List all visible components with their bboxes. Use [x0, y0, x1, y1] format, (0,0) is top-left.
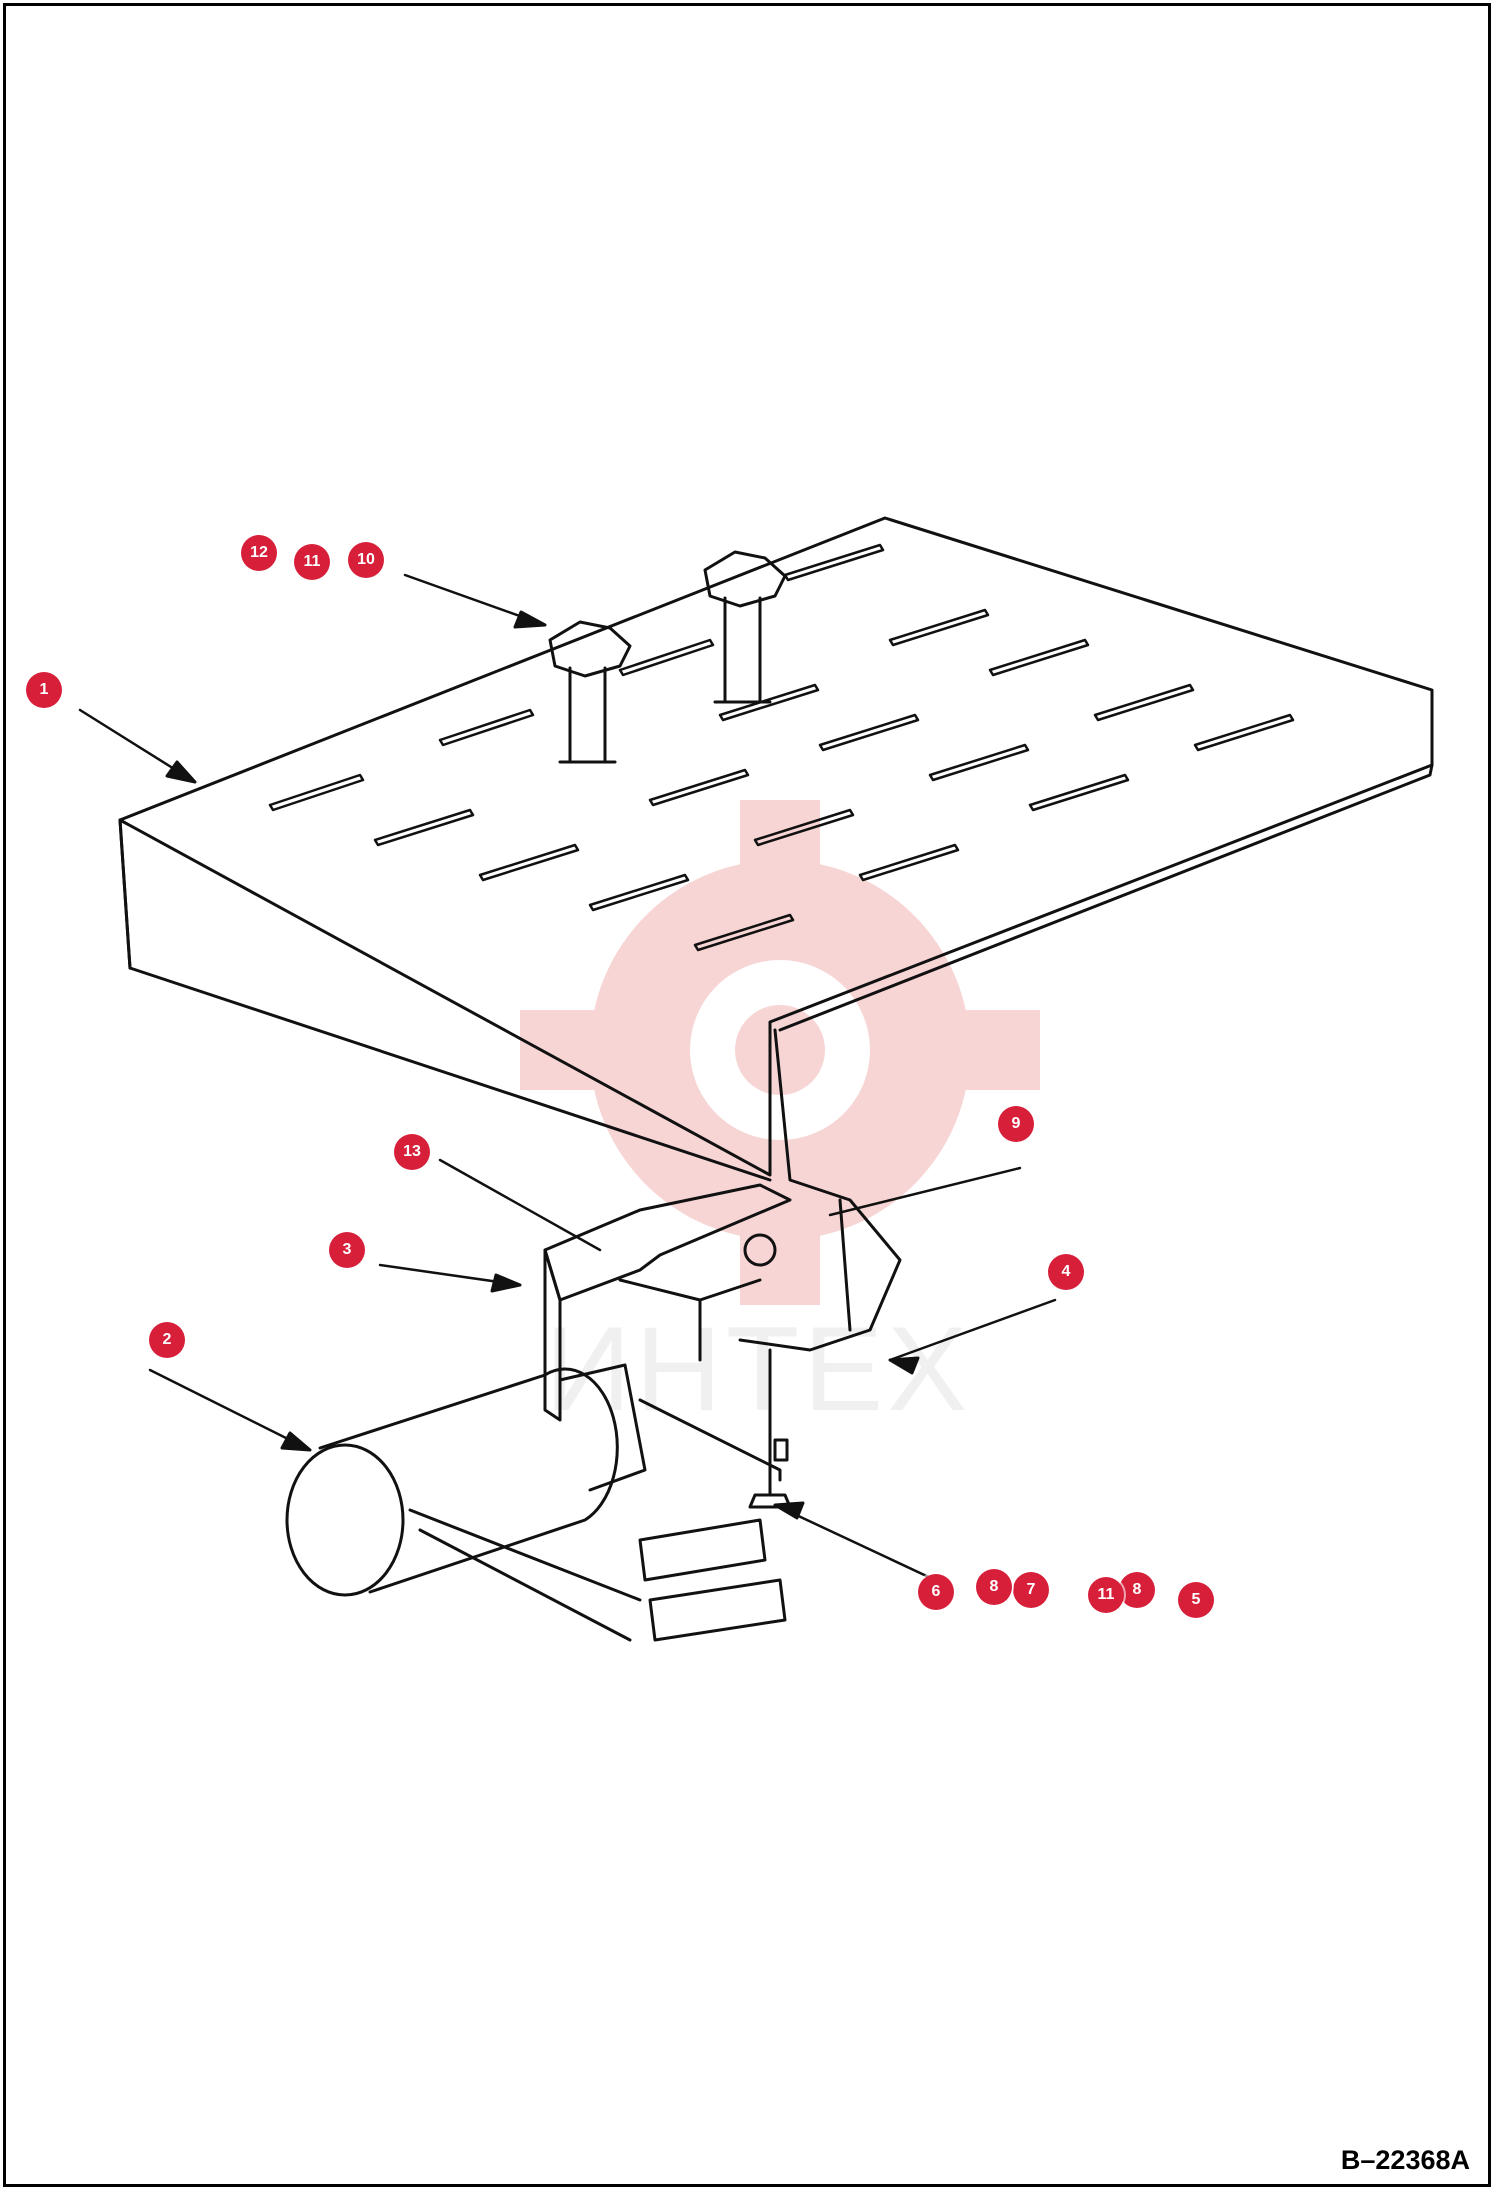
watermark-logo	[520, 800, 1040, 1305]
diagram-code: B–22368A	[1340, 2145, 1470, 2175]
callout-1[interactable]: 1	[26, 672, 62, 708]
flange-bolt-left	[548, 620, 632, 764]
watermark-text: ИНТЕХ	[545, 1302, 972, 1436]
callout-8-b[interactable]: 8	[1119, 1572, 1155, 1608]
callout-11-a[interactable]: 11	[294, 544, 330, 580]
leader-lines	[78, 573, 1057, 1582]
callout-4[interactable]: 4	[1048, 1254, 1084, 1290]
callout-3[interactable]: 3	[329, 1232, 365, 1268]
bolt-assembly	[748, 1348, 792, 1509]
callout-7[interactable]: 7	[1013, 1572, 1049, 1608]
callout-11-b[interactable]: 11	[1088, 1577, 1124, 1613]
callout-2[interactable]: 2	[149, 1322, 185, 1358]
flange-bolt-right	[703, 550, 787, 704]
callout-5[interactable]: 5	[1178, 1582, 1214, 1618]
support-bracket	[738, 1028, 902, 1352]
plate-slots	[268, 543, 1295, 952]
capacitor	[285, 1363, 787, 1642]
diagram-frame	[3, 3, 1491, 2187]
callout-12[interactable]: 12	[241, 535, 277, 571]
mounting-bracket	[543, 1183, 792, 1422]
callout-13[interactable]: 13	[394, 1134, 430, 1170]
callout-6[interactable]: 6	[918, 1574, 954, 1610]
callout-8-a[interactable]: 8	[976, 1569, 1012, 1605]
floor-plate	[118, 516, 1434, 1182]
callout-9[interactable]: 9	[998, 1106, 1034, 1142]
callout-10[interactable]: 10	[348, 542, 384, 578]
leader-arrowheads	[165, 610, 920, 1520]
